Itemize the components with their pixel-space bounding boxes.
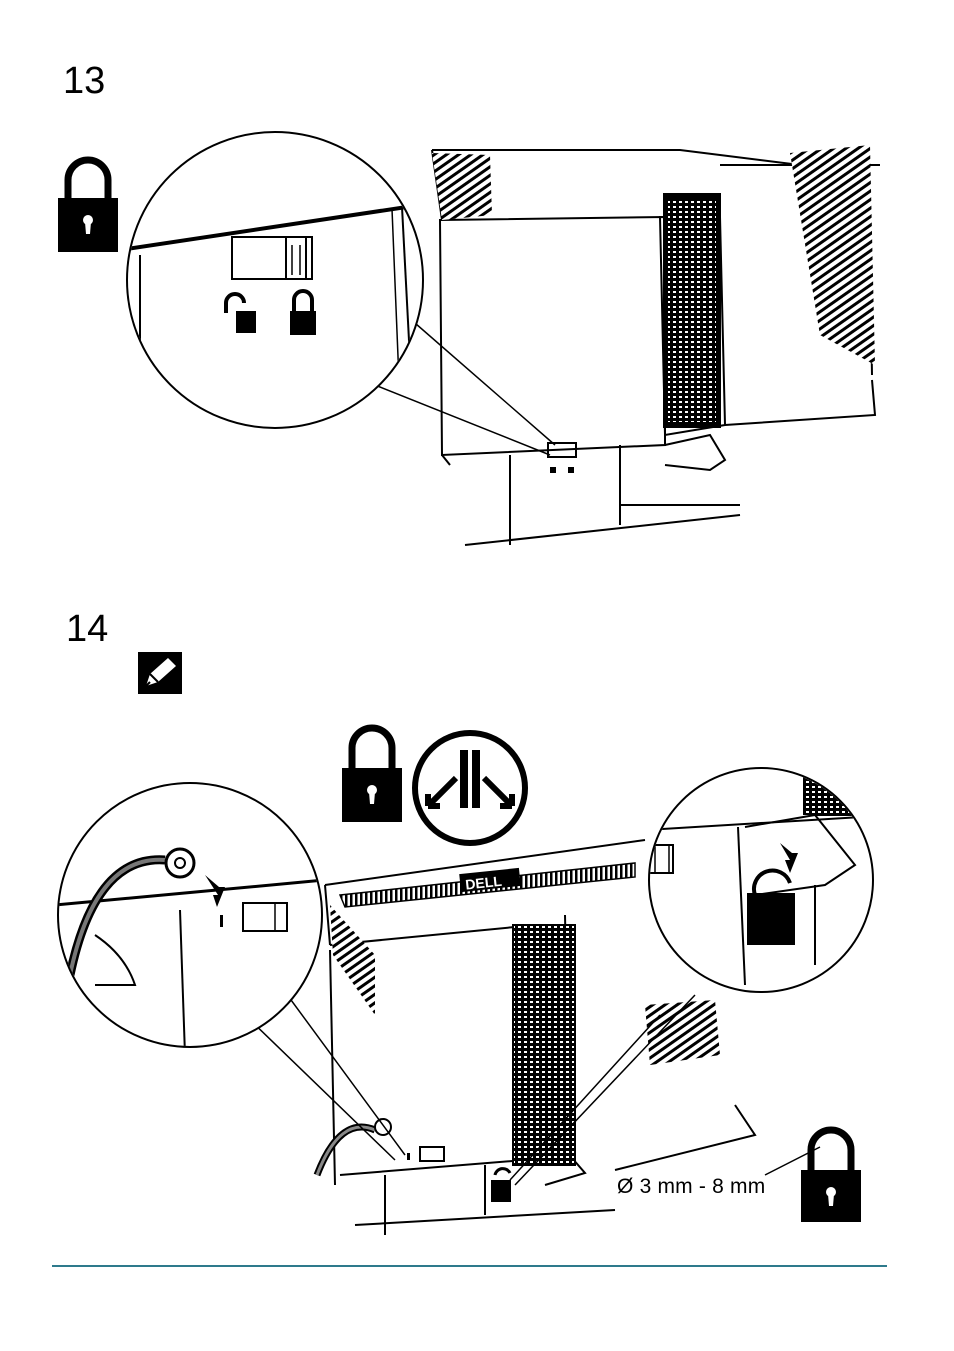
step-14-number: 14 [66,610,108,648]
padlock-closed-icon [800,1118,862,1224]
note-pencil-icon [138,652,182,694]
padlock-diameter-label: Ø 3 mm - 8 mm [617,1175,765,1199]
step-14-illustration: DELL [55,755,895,1245]
footer-rule [52,1265,887,1267]
step-13-illustration [120,125,880,555]
padlock-closed-icon [56,148,120,254]
step-13-number: 13 [63,62,105,100]
